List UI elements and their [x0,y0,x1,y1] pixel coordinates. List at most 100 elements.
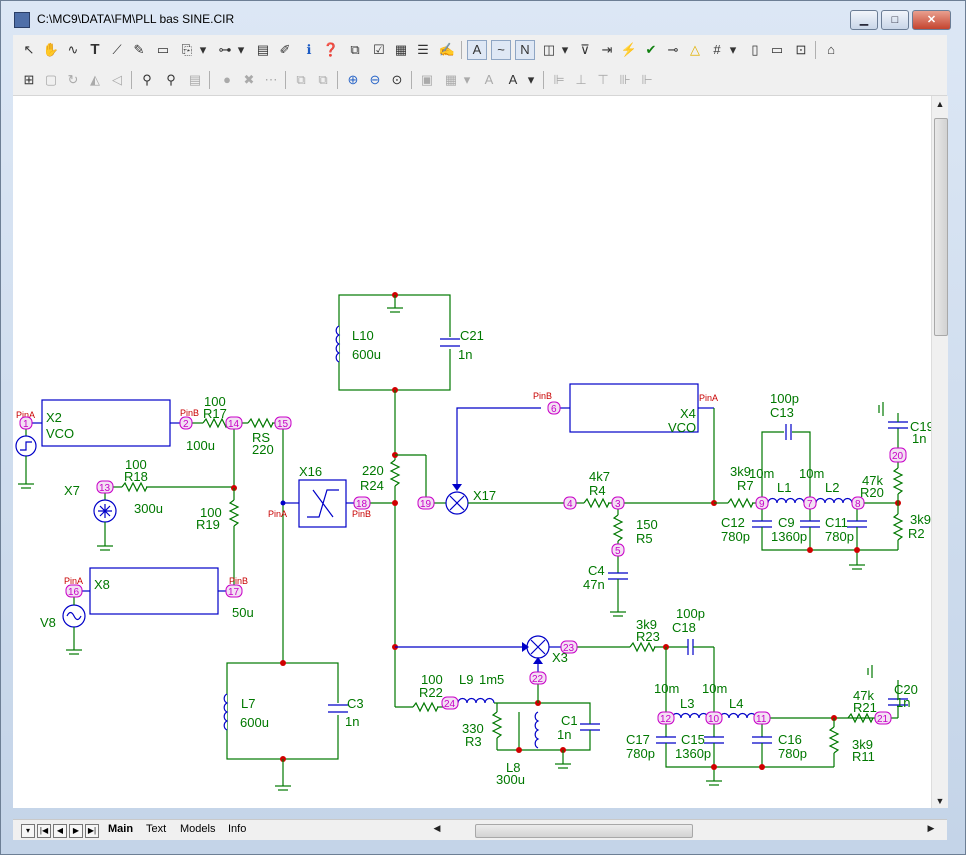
find-icon[interactable]: ⚲ [142,72,152,87]
warning-icon[interactable]: △ [690,42,700,57]
align-top-icon[interactable]: ⊤ [597,72,609,87]
delete-icon[interactable]: ✖ [243,72,255,87]
probe-icon[interactable]: ● [223,72,231,87]
line-tool-icon[interactable]: ⟋ [112,42,122,57]
flip-icon[interactable]: ◭ [90,72,100,87]
svg-text:600u: 600u [352,347,381,362]
prev-tab-button[interactable]: ◀ [53,824,67,838]
r22-resistor [412,701,439,713]
grid-icon[interactable]: # [713,42,721,57]
help-icon[interactable]: ❓ [322,42,340,57]
vertical-scrollbar[interactable]: ▲ ▼ [931,96,948,808]
tab-main[interactable]: Main [108,823,134,835]
paste-icon[interactable]: ⧉ [318,72,328,87]
align-center-icon[interactable]: ⊪ [619,72,631,87]
grid-tool-icon[interactable]: ▤ [256,42,270,57]
dropdown-arrow-icon[interactable]: ▾ [199,42,207,57]
l7-inductor [223,693,229,731]
box-icon[interactable]: ▢ [44,72,58,87]
horizontal-scrollbar[interactable]: ◀ ▶ [434,823,935,838]
svg-text:V8: V8 [40,615,56,630]
scroll-up-icon[interactable]: ▲ [935,99,945,109]
last-tab-button[interactable]: ▶| [85,824,99,838]
tab-menu-button[interactable]: ▾ [21,824,35,838]
text-tool-icon[interactable]: T [90,41,100,58]
window-tool-icon[interactable]: ⧉ [350,42,360,57]
schematic-canvas[interactable]: X2 VCO PinA PinB 100 R17 100u RS 220 100… [13,96,934,808]
close-button[interactable]: ✕ [912,10,951,30]
font-style-icon[interactable]: A [508,72,518,87]
select-box-icon[interactable]: ⊞ [23,72,35,87]
info-icon[interactable]: ℹ [306,42,312,57]
r20-resistor [892,467,904,495]
wire-tool-icon[interactable]: ∿ [67,42,79,57]
r5-resistor [612,514,624,542]
pan-tool-icon[interactable]: ✋ [42,42,60,57]
svg-text:X8: X8 [94,577,110,592]
checkbox-tool-icon[interactable]: ☑ [373,42,385,57]
mirror-icon[interactable]: ◁ [112,72,122,87]
properties-icon[interactable]: ⌂ [827,42,835,57]
align-left-icon[interactable]: ⊫ [553,72,565,87]
select-tool-icon[interactable]: ↖ [23,42,35,57]
scroll-right-icon[interactable]: ▶ [927,823,935,833]
zoom-in-icon[interactable]: ⊕ [347,72,359,87]
attribute-text-icon[interactable]: A [467,40,487,60]
tab-models[interactable]: Models [180,823,216,835]
component-tool-icon[interactable]: ▭ [156,42,170,57]
current-icon[interactable]: ⇥ [601,42,613,57]
scroll-down-icon[interactable]: ▼ [935,796,945,806]
dropdown-arrow-icon[interactable]: ▾ [527,72,535,87]
page-icon[interactable]: ▯ [751,42,759,57]
r3-resistor [491,711,503,739]
zoom-fit-icon[interactable]: ⊙ [391,72,403,87]
first-tab-button[interactable]: |◀ [37,824,51,838]
copy-tool-icon[interactable]: ⎘ [181,42,193,57]
frame-icon[interactable]: ▣ [420,72,434,87]
node-8 [851,496,865,510]
scroll-left-icon[interactable]: ◀ [433,823,441,833]
node-tool-icon[interactable]: ⊶ [218,42,232,57]
voltage-icon[interactable]: ⊽ [580,42,590,57]
display-tool-icon[interactable]: ◫ [542,42,556,57]
svg-text:R3: R3 [465,734,482,749]
power-icon[interactable]: ⚡ [620,42,638,57]
dropdown-arrow-icon[interactable]: ▾ [561,42,569,57]
copy-icon[interactable]: ⧉ [296,72,306,87]
more-icon[interactable]: ⋯ [264,72,278,87]
rotate-icon[interactable]: ↻ [67,72,79,87]
replace-icon[interactable]: ▤ [188,72,202,87]
svg-text:R20: R20 [860,485,884,500]
tab-text[interactable]: Text [146,823,167,835]
r19-resistor [228,499,240,527]
pin-connection-icon[interactable]: ⊸ [667,42,679,57]
svg-text:X3: X3 [552,650,568,665]
note-tool-icon[interactable]: ✍ [438,42,456,57]
font-icon[interactable]: A [484,72,494,87]
maximize-button[interactable]: □ [881,10,909,30]
title-block-icon[interactable]: ⊡ [795,42,807,57]
dropdown-arrow-icon[interactable]: ▾ [463,72,471,87]
svg-text:5: 5 [615,546,621,557]
check-icon[interactable]: ✔ [645,42,657,57]
horizontal-scroll-thumb[interactable] [475,824,693,838]
dropdown-arrow-icon[interactable]: ▾ [237,42,245,57]
window-title: C:\MC9\DATA\FM\PLL bas SINE.CIR [37,12,235,26]
pencil-tool-icon[interactable]: ✎ [133,42,145,57]
pattern-icon[interactable]: ▦ [444,72,458,87]
page-border-icon[interactable]: ▭ [770,42,784,57]
find-next-icon[interactable]: ⚲ [166,72,176,87]
waveform-text-icon[interactable]: ~ [491,40,511,60]
table-tool-icon[interactable]: ▦ [394,42,408,57]
align-bottom-icon[interactable]: ⊥ [575,72,587,87]
zoom-out-icon[interactable]: ⊖ [369,72,381,87]
dropdown-arrow-icon[interactable]: ▾ [729,42,737,57]
next-tab-button[interactable]: ▶ [69,824,83,838]
edit-tool-icon[interactable]: ✐ [279,42,291,57]
tab-info[interactable]: Info [228,823,247,835]
minimize-button[interactable]: ▁ [850,10,878,30]
vertical-scroll-thumb[interactable] [934,118,948,336]
list-tool-icon[interactable]: ☰ [417,42,429,57]
align-right-icon[interactable]: ⊩ [641,72,653,87]
node-numbers-icon[interactable]: N [515,40,535,60]
